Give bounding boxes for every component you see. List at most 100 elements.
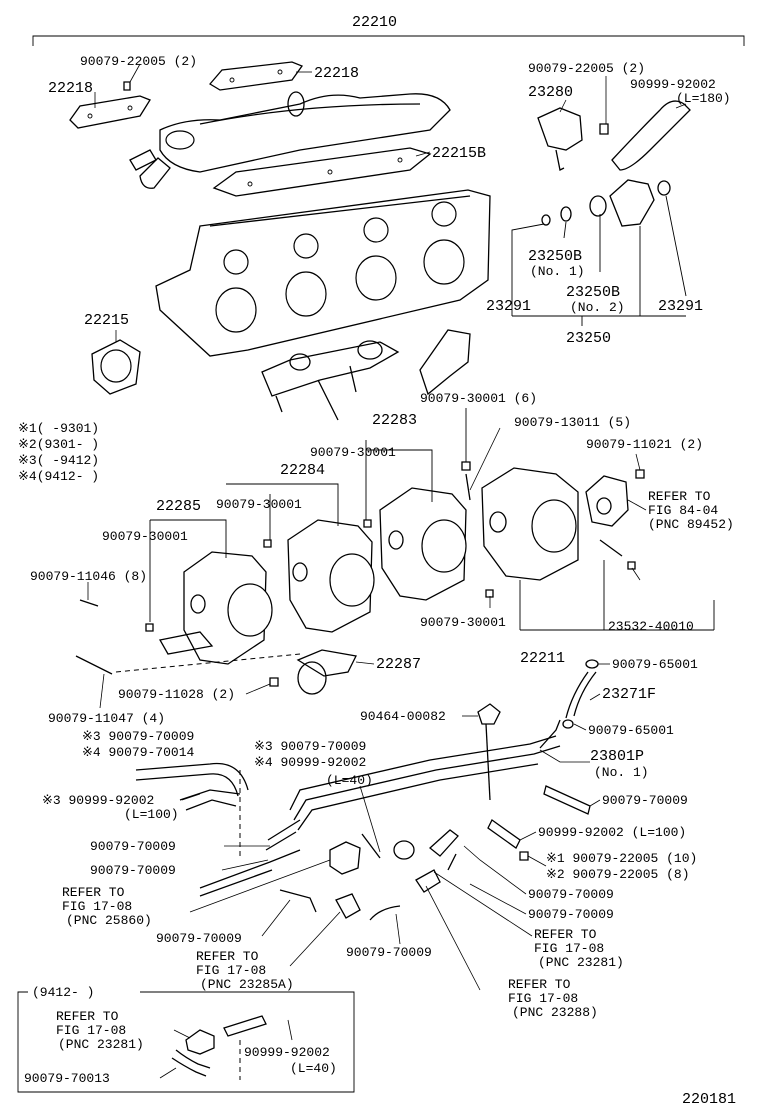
label-hose-top-len: (L=180) xyxy=(676,91,731,106)
legend-v3: ※3( -9412) xyxy=(18,453,99,468)
label-hose-23271f: 23271F xyxy=(602,686,656,703)
legend-v2: ※2(9301- ) xyxy=(18,437,99,452)
label-refer-25860-1: REFER TO xyxy=(62,885,125,900)
leader-injector-group xyxy=(511,195,687,316)
leader-stud xyxy=(469,427,501,491)
label-refer-25860-3: (PNC 25860) xyxy=(66,913,152,928)
leader-cam xyxy=(355,661,375,665)
label-c3-70009-a: ※3 90079-70009 xyxy=(82,729,194,744)
label-nut-22285: 90079-30001 xyxy=(102,529,188,544)
label-clip-70009-c: 90079-70009 xyxy=(346,945,432,960)
label-valve: 23280 xyxy=(528,84,573,101)
leader-inset-refer xyxy=(173,1029,191,1039)
label-screw-c2: ※2 90079-22005 (8) xyxy=(546,867,690,882)
bracket-22284 xyxy=(226,483,339,526)
label-bolt-11047: 90079-11047 (4) xyxy=(48,711,165,726)
leader-screw-40010 xyxy=(631,567,641,581)
leader-gasket-b xyxy=(415,151,431,157)
label-refer-23281-2: FIG 17-08 xyxy=(534,941,604,956)
leader-clip-65001-b xyxy=(573,723,587,731)
label-clamp: 90464-00082 xyxy=(360,709,446,724)
label-clip-70009-r2: 90079-70009 xyxy=(528,887,614,902)
label-clip-70009-l3: 90079-70009 xyxy=(156,931,242,946)
figure-id: 220181 xyxy=(682,1091,736,1108)
label-inset-refer-2: FIG 17-08 xyxy=(56,1023,126,1038)
label-hose-23801p: 23801P xyxy=(590,748,644,765)
label-upper-screw: 90079-22005 (2) xyxy=(80,54,197,69)
leader-screw-c xyxy=(527,855,547,867)
leader-clip-70009-r1 xyxy=(589,799,601,807)
leader-bolt-11028 xyxy=(245,683,271,695)
label-l40-a: (L=40) xyxy=(326,773,373,788)
leader-inset-clip xyxy=(159,1067,177,1079)
bracket-22285 xyxy=(150,519,227,558)
side-gasket-drawing xyxy=(91,339,141,395)
label-oring-right: 23291 xyxy=(658,298,703,315)
upper-manifold-drawing xyxy=(69,61,491,421)
label-bolt-sensor: 90079-11021 (2) xyxy=(586,437,703,452)
leader-refer-23285a xyxy=(289,911,341,967)
leader-inset-hose xyxy=(287,1019,293,1041)
label-refer-23288-1: REFER TO xyxy=(508,977,571,992)
leader-clip-70009-l2 xyxy=(221,859,269,871)
label-inset-date: (9412- ) xyxy=(32,985,94,1000)
label-inset-hose-len: (L=40) xyxy=(290,1061,337,1076)
label-refer-23285a-2: FIG 17-08 xyxy=(196,963,266,978)
legend-v1: ※1( -9301) xyxy=(18,421,99,436)
label-hose-92002-r: 90999-92002 (L=100) xyxy=(538,825,686,840)
label-c3-92002: ※3 90999-92002 xyxy=(42,793,154,808)
leader-hose-top xyxy=(675,103,687,109)
label-inj-gasket-2: 23250B xyxy=(566,284,620,301)
leader-refer-23281 xyxy=(433,871,533,937)
legend-v4: ※4(9412- ) xyxy=(18,469,99,484)
leader-upper-screw xyxy=(129,63,141,83)
label-c4-92002: ※4 90999-92002 xyxy=(254,755,366,770)
hose-assembly-drawing xyxy=(135,659,599,921)
valve-drawing xyxy=(537,100,691,227)
label-inset-refer-1: REFER TO xyxy=(56,1009,119,1024)
bracket-22283 xyxy=(365,440,433,502)
label-screw-40010: 23532-40010 xyxy=(608,619,694,634)
label-hose-23801p-no: (No. 1) xyxy=(594,765,649,780)
label-cover-left: 22218 xyxy=(48,80,93,97)
leader-bolt-sensor xyxy=(635,453,641,471)
label-injector: 23250 xyxy=(566,330,611,347)
label-side-gasket: 22215 xyxy=(84,312,129,329)
label-c3-70009-b: ※3 90079-70009 xyxy=(254,739,366,754)
label-nut-lower: 90079-30001 xyxy=(420,615,506,630)
label-refer-25860-2: FIG 17-08 xyxy=(62,899,132,914)
label-nut-22284: 90079-30001 xyxy=(216,497,302,512)
label-bolt-11046: 90079-11046 (8) xyxy=(30,569,147,584)
leader-l40-a xyxy=(359,785,381,853)
leader-refer-sensor xyxy=(627,499,647,511)
label-clip-70009-l2: 90079-70009 xyxy=(90,863,176,878)
variant-legend: ※1( -9301) ※2(9301- ) ※3( -9412) ※4(9412… xyxy=(18,421,99,484)
leader-refer-25860 xyxy=(189,859,331,913)
label-refer-23281-3: (PNC 23281) xyxy=(538,955,624,970)
leader-c3-92002 xyxy=(181,793,201,801)
leader-bolt-11047 xyxy=(99,673,105,709)
label-refer-23285a-1: REFER TO xyxy=(196,949,259,964)
label-clip-65001-b: 90079-65001 xyxy=(588,723,674,738)
label-refer-23281-1: REFER TO xyxy=(534,927,597,942)
leader-hose-23271f xyxy=(589,693,601,701)
label-tb-22211: 22211 xyxy=(520,650,565,667)
label-refer-23288-2: FIG 17-08 xyxy=(508,991,578,1006)
label-l100-a: (L=100) xyxy=(124,807,179,822)
leader-hose-92002-r xyxy=(519,831,537,841)
label-clip-70009-l1: 90079-70009 xyxy=(90,839,176,854)
label-valve-screw: 90079-22005 (2) xyxy=(528,61,645,76)
leader-clip-70009-r3 xyxy=(469,883,527,915)
label-hose-top: 90999-92002 xyxy=(630,77,716,92)
bracket-22211 xyxy=(519,560,715,631)
inset-box xyxy=(17,991,355,1093)
label-clip-70009-r1: 90079-70009 xyxy=(602,793,688,808)
assembly-bracket xyxy=(32,35,745,46)
bracket-injector xyxy=(512,315,686,326)
label-oring-left: 23291 xyxy=(486,298,531,315)
label-stud: 90079-13011 (5) xyxy=(514,415,631,430)
label-refer-sensor-1: REFER TO xyxy=(648,489,711,504)
label-inset-refer-3: (PNC 23281) xyxy=(58,1037,144,1052)
label-upper-gasket: 22215B xyxy=(432,145,486,162)
